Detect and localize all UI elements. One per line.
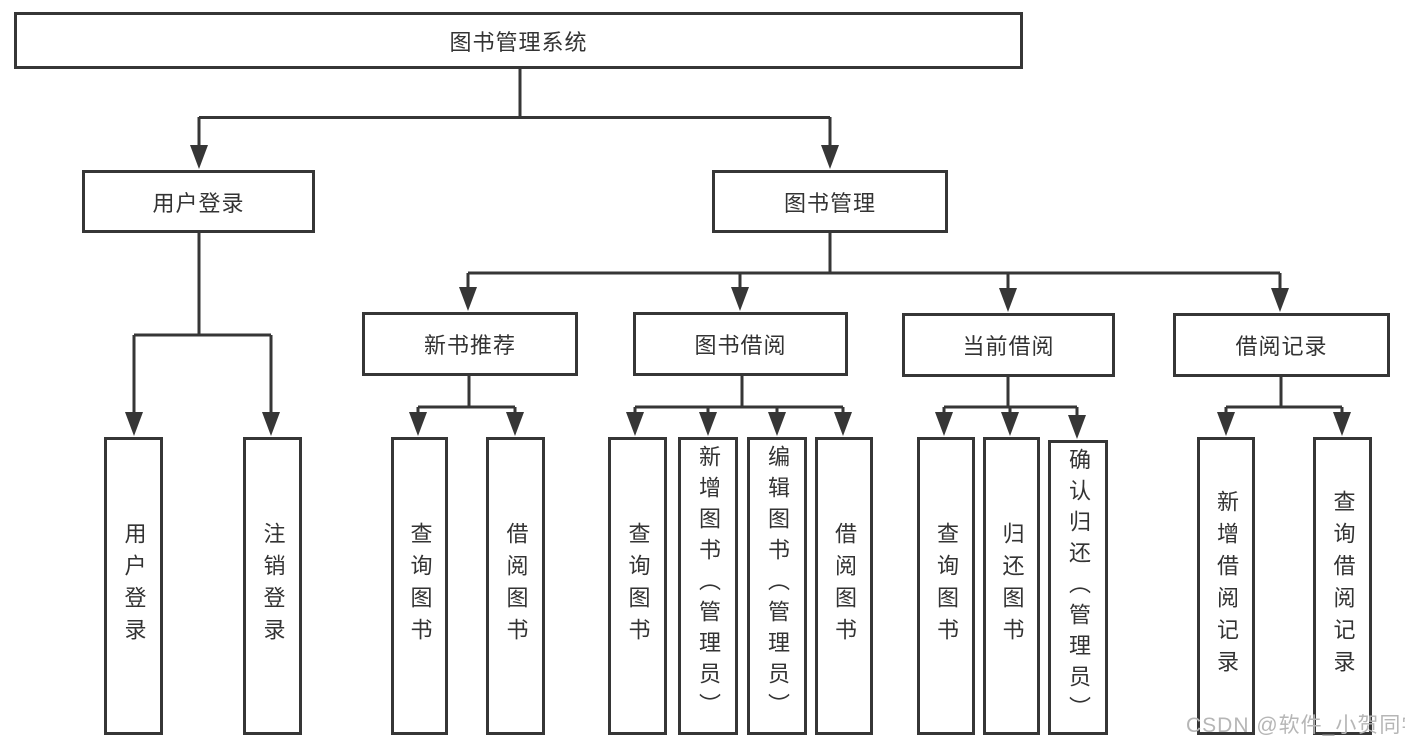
leaf-query-borrow-record: 查询借阅记录 (1313, 437, 1372, 735)
leaf-add-book-admin-label: 新增图书（管理员） (696, 445, 721, 724)
leaf-borrow-books-recommend: 借阅图书 (486, 437, 545, 735)
leaf-user-login-label: 用户登录 (121, 522, 147, 650)
leaf-edit-book-admin-label: 编辑图书（管理员） (765, 445, 790, 724)
node-book-management-label: 图书管理 (783, 190, 876, 216)
leaf-query-books-borrowing: 查询图书 (608, 437, 667, 735)
node-book-management: 图书管理 (712, 170, 948, 233)
node-new-book-recommendation: 新书推荐 (362, 312, 578, 376)
node-borrowing-records-label: 借阅记录 (1235, 334, 1328, 359)
leaf-user-login: 用户登录 (104, 437, 163, 735)
node-current-borrowing-label: 当前借阅 (962, 334, 1055, 359)
leaf-logout: 注销登录 (243, 437, 302, 735)
node-current-borrowing: 当前借阅 (902, 313, 1115, 377)
node-book-borrowing: 图书借阅 (633, 312, 848, 376)
leaf-query-borrow-record-label: 查询借阅记录 (1330, 490, 1356, 682)
leaf-confirm-return-admin-label: 确认归还（管理员） (1066, 448, 1091, 727)
arrowheads (125, 145, 1351, 439)
node-root-system: 图书管理系统 (14, 12, 1023, 69)
leaf-query-books-current: 查询图书 (917, 437, 975, 735)
node-user-login: 用户登录 (82, 170, 315, 233)
leaf-query-books-current-label: 查询图书 (934, 522, 959, 650)
leaf-add-book-admin: 新增图书（管理员） (678, 437, 738, 735)
leaf-confirm-return-admin: 确认归还（管理员） (1048, 440, 1108, 735)
leaf-query-books-borrowing-label: 查询图书 (625, 522, 651, 650)
leaf-add-borrow-record-label: 新增借阅记录 (1214, 490, 1239, 682)
leaf-borrow-books-recommend-label: 借阅图书 (503, 522, 529, 650)
node-user-login-label: 用户登录 (152, 190, 245, 216)
leaf-borrow-books-borrowing: 借阅图书 (815, 437, 873, 735)
leaf-edit-book-admin: 编辑图书（管理员） (747, 437, 807, 735)
node-new-book-recommendation-label: 新书推荐 (423, 333, 516, 358)
node-book-borrowing-label: 图书借阅 (694, 333, 787, 358)
node-root-system-label: 图书管理系统 (449, 29, 588, 55)
leaf-return-books: 归还图书 (983, 437, 1040, 735)
leaf-return-books-label: 归还图书 (999, 522, 1025, 650)
leaf-logout-label: 注销登录 (260, 522, 286, 650)
leaf-borrow-books-borrowing-label: 借阅图书 (832, 522, 857, 650)
leaf-query-books-recommend-label: 查询图书 (407, 522, 433, 650)
csdn-watermark: CSDN @软件_小贺同学 (1186, 714, 1405, 737)
leaf-query-books-recommend: 查询图书 (391, 437, 448, 735)
leaf-add-borrow-record: 新增借阅记录 (1197, 437, 1255, 735)
node-borrowing-records: 借阅记录 (1173, 313, 1390, 377)
